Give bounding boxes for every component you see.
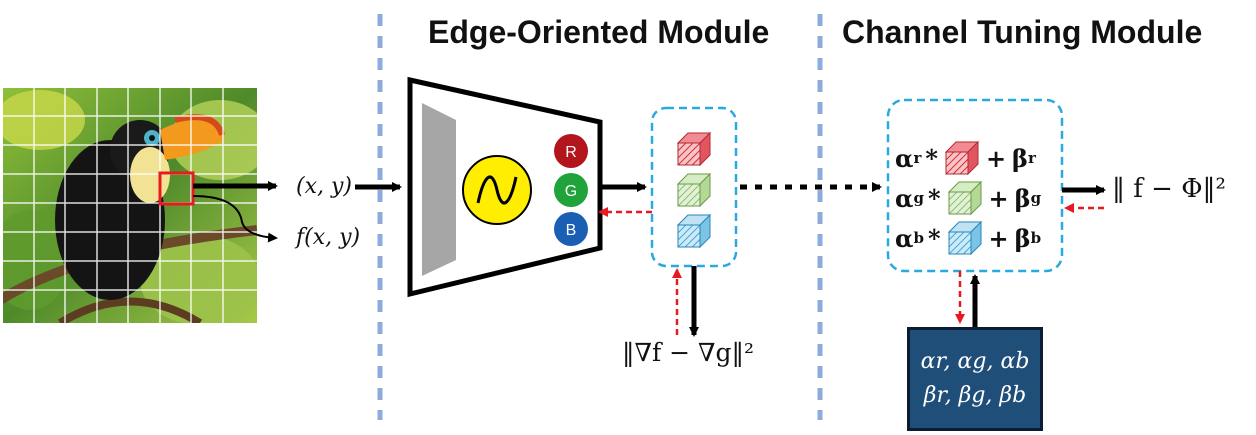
input-layer-shape: [422, 103, 456, 276]
beta-r: β: [1012, 143, 1028, 173]
input-image: [3, 88, 257, 323]
alpha-b-sub: b: [913, 229, 924, 247]
plus-r: +: [985, 143, 1007, 173]
alpha-r: α: [895, 143, 914, 173]
plus-g: +: [988, 183, 1009, 213]
rgb-label-g: G: [565, 183, 577, 200]
value-label: f(x, y): [296, 225, 361, 250]
beta-b-sub: b: [1030, 229, 1042, 247]
parameters-box: αr, αg, αb βr, βg, βb: [907, 327, 1043, 431]
channel-tuning-box: [886, 98, 1064, 273]
beta-g-sub: g: [1030, 189, 1042, 207]
op-b: *: [927, 223, 941, 253]
cube-red-icon: [677, 132, 711, 166]
feature-box: [650, 106, 738, 268]
rgb-label-r: R: [565, 144, 577, 161]
cube-blue-eq-icon: [948, 221, 982, 255]
alpha-params-label: αr, αg, αb: [920, 349, 1030, 374]
alpha-r-sub: r: [913, 149, 922, 167]
final-loss-label: ‖ f − Φ‖²: [1112, 174, 1226, 204]
toucan-beak: [160, 119, 225, 160]
cube-red-eq-icon: [945, 141, 979, 175]
plus-b: +: [988, 223, 1009, 253]
alpha-b: α: [895, 223, 914, 253]
cube-green-icon: [677, 173, 711, 207]
op-g: *: [927, 183, 941, 213]
beta-params-label: βr, βg, βb: [923, 383, 1027, 408]
toucan-throat: [130, 147, 170, 203]
rgb-output-circles: R G B: [554, 134, 588, 246]
beta-b: β: [1014, 223, 1031, 253]
sine-wave-icon: [476, 175, 518, 205]
rgb-circle-g: [554, 173, 588, 207]
edge-module-title: Edge-Oriented Module: [428, 14, 770, 50]
cube-green-eq-icon: [948, 181, 982, 215]
alpha-g-sub: g: [913, 189, 924, 207]
beta-g: β: [1014, 183, 1031, 213]
rgb-circle-b: [554, 212, 588, 246]
coord-label: (x, y): [296, 174, 352, 199]
alpha-g: α: [895, 183, 914, 213]
cube-blue-icon: [677, 214, 711, 248]
value-arrow: [192, 195, 278, 243]
beta-r-sub: r: [1027, 149, 1036, 167]
image-grid: [3, 88, 257, 323]
op-r: *: [925, 143, 938, 173]
rgb-label-b: B: [566, 222, 577, 239]
rgb-circle-r: [554, 134, 588, 168]
channel-module-title: Channel Tuning Module: [842, 14, 1203, 50]
gradient-loss-label: ‖∇f − ∇g‖²: [622, 338, 755, 367]
